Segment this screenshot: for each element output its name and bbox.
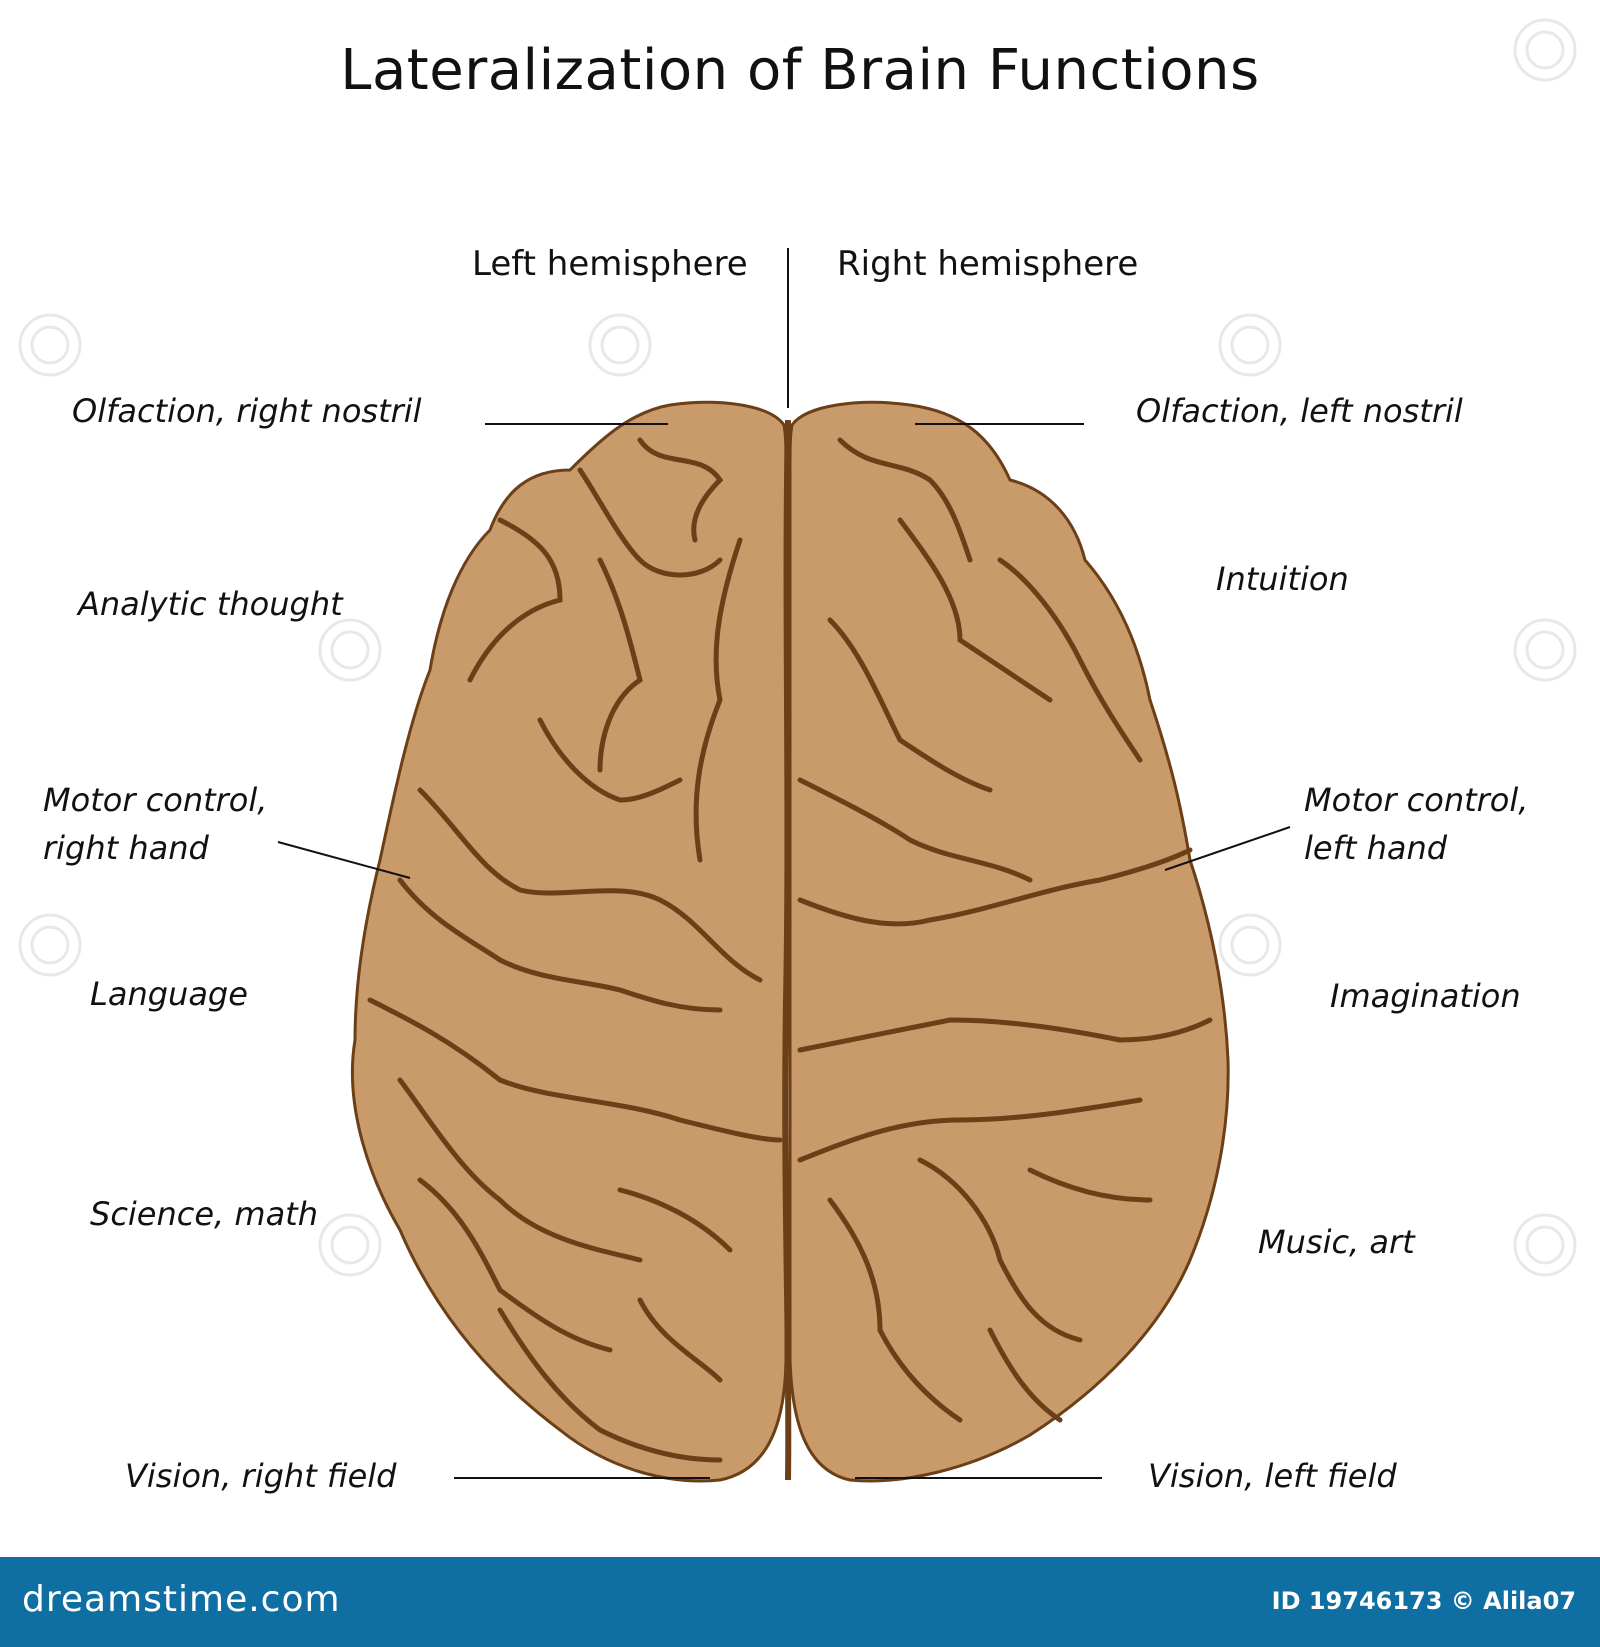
label-intuition: Intuition <box>1216 560 1349 598</box>
longitudinal-fissure <box>782 419 792 1481</box>
left-hemisphere-shape <box>350 400 788 1483</box>
label-vision-left-field: Vision, left field <box>1148 1457 1397 1495</box>
label-language: Language <box>90 975 248 1013</box>
label-motor-right-line1: Motor control, <box>43 781 268 819</box>
right-hemisphere-shape <box>788 400 1230 1483</box>
footer-brand[interactable]: dreamstime.com <box>22 1579 341 1620</box>
label-olfaction-left-nostril: Olfaction, left nostril <box>1136 392 1463 430</box>
label-science-math: Science, math <box>90 1195 318 1233</box>
brain-diagram <box>18 18 1577 1483</box>
label-vision-right-field: Vision, right field <box>125 1457 397 1495</box>
leader-lines <box>277 423 1291 1479</box>
footer-bar: dreamstime.com ID 19746173 © Alila07 <box>0 1557 1600 1647</box>
diagram-title: Lateralization of Brain Functions <box>340 38 1260 103</box>
label-analytic-thought: Analytic thought <box>78 585 343 623</box>
label-music-art: Music, art <box>1258 1223 1415 1261</box>
label-imagination: Imagination <box>1330 977 1521 1015</box>
label-motor-left-line1: Motor control, <box>1304 781 1529 819</box>
watermark-spirals <box>18 18 1577 1277</box>
sulci <box>367 437 1213 1463</box>
label-motor-right-line2: right hand <box>43 829 209 867</box>
label-motor-left-line2: left hand <box>1304 829 1448 867</box>
right-hemisphere-label: Right hemisphere <box>837 244 1139 284</box>
footer-credit: ID 19746173 © Alila07 <box>1271 1587 1576 1615</box>
left-hemisphere-label: Left hemisphere <box>472 244 748 284</box>
label-olfaction-right-nostril: Olfaction, right nostril <box>72 392 422 430</box>
